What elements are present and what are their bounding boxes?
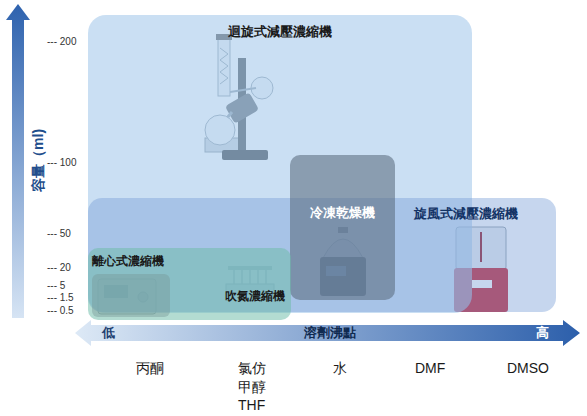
region-label: 離心式濃縮機 (92, 254, 164, 268)
tick-label: --- 1.5 (47, 292, 74, 304)
axis-end-label: 低 (102, 325, 115, 341)
axis-title: 容量（ml) (30, 129, 47, 192)
region-box: 吹氮濃縮機 離心式濃縮機 (88, 248, 291, 320)
solvent-label: 甲醇 (238, 379, 266, 396)
region-label: 旋風式減壓濃縮機 (414, 206, 518, 222)
y-axis-arrow (6, 4, 30, 318)
solvent-label: DMF (415, 360, 445, 377)
solvent-label: 氯仿 (238, 360, 266, 377)
axis-title: 溶劑沸點 (304, 325, 356, 341)
region-label: 吹氮濃縮機 (225, 289, 285, 303)
axis-end-label: 高 (536, 325, 549, 341)
solvent-label: DMSO (507, 360, 549, 377)
tick-label: --- 20 (47, 262, 71, 274)
solvent-label: 丙酮 (136, 360, 164, 377)
tick-label: --- 50 (47, 228, 71, 240)
x-axis-arrow (75, 320, 580, 346)
solvent-label: THF (238, 397, 265, 414)
inner-region-box: 離心式濃縮機 (92, 274, 170, 317)
tick-label: --- 100 (47, 157, 76, 169)
tick-label: --- 5 (47, 280, 65, 292)
tick-label: --- 0.5 (47, 305, 74, 317)
y-axis-arrow-part (6, 4, 30, 318)
tick-label: --- 200 (47, 36, 76, 48)
region-label: 迴旋式減壓濃縮機 (228, 24, 332, 40)
x-axis-arrow-part (75, 320, 580, 346)
solvent-label: 水 (333, 360, 347, 377)
region-box: 冷凍乾燥機 (290, 155, 395, 300)
region-label: 冷凍乾燥機 (310, 205, 375, 221)
